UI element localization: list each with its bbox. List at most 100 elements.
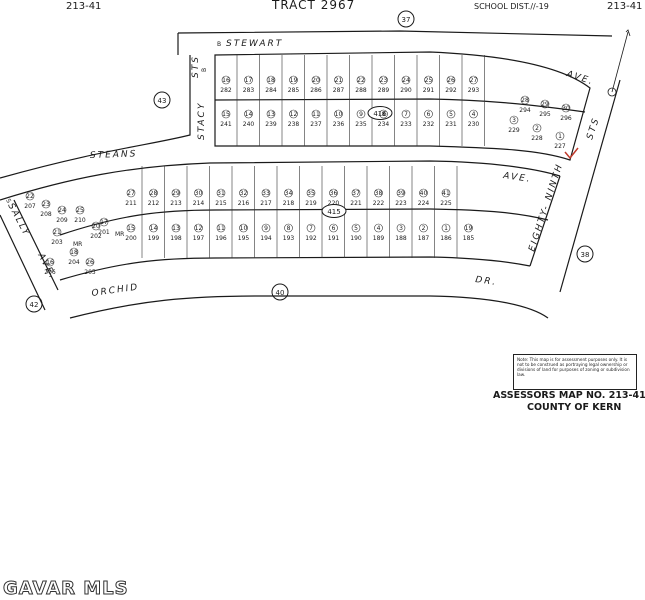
svg-text:416: 416 (373, 110, 387, 118)
circle-43: 43 (153, 91, 171, 109)
lot-circle-number: 25 (425, 77, 433, 84)
lot-circle-number: 13 (172, 225, 180, 232)
circle-38: 38 (576, 245, 594, 263)
lot-circle-number: 39 (397, 190, 405, 197)
street-sts-stacy: STS (191, 55, 201, 78)
map-ref-right: 213-41 (607, 1, 642, 12)
circle-40: 40 (271, 283, 289, 301)
lot-number: 204 (68, 259, 80, 266)
lot-circle-number: 26 (447, 77, 455, 84)
mr-label-1: MR (73, 241, 82, 248)
lot-circle-number: 17 (245, 77, 253, 84)
lot-number: 218 (283, 200, 295, 207)
lot-circle-number: 5 (354, 225, 358, 232)
lot-circle-number: 26 (86, 259, 94, 266)
street-ave-sally: AVE. (35, 251, 58, 282)
svg-text:415: 415 (327, 208, 340, 216)
lot-number: 294 (519, 107, 531, 114)
lot-circle-number: 40 (420, 190, 428, 197)
check-mark-icon (564, 147, 579, 160)
street-steans: STEANS (90, 149, 138, 161)
lot-number: 221 (350, 200, 362, 207)
lot-circle-number: 41 (442, 190, 450, 197)
county-name: COUNTY OF KERN (527, 402, 621, 413)
circle-42: 42 (25, 295, 43, 313)
lot-circle-number: 29 (172, 190, 180, 197)
lot-circle-number: 18 (70, 249, 78, 256)
lot-number: 190 (350, 235, 362, 242)
lot-number: 232 (423, 121, 435, 128)
lot-circle-number: 20 (92, 223, 100, 230)
lot-number: 229 (508, 127, 520, 134)
lot-number: 290 (400, 87, 412, 94)
lot-number: 196 (215, 235, 227, 242)
lot-circle-number: 6 (332, 225, 336, 232)
lot-number: 234 (378, 121, 390, 128)
south-lot-dividers (141, 166, 458, 258)
lot-circle-number: 29 (541, 101, 549, 108)
lot-number: 240 (243, 121, 255, 128)
lot-number: 296 (560, 115, 572, 122)
lot-circle-number: 2 (535, 125, 539, 132)
lot-circle-number: 36 (330, 190, 338, 197)
lot-number: 195 (238, 235, 250, 242)
lot-circle-number: 2 (422, 225, 426, 232)
lot-circle-number: 28 (521, 97, 529, 104)
lot-circle-number: 4 (472, 111, 476, 118)
street-stewart-prefix: B (217, 41, 221, 48)
lot-circle-number: 11 (217, 225, 225, 232)
lot-number: 239 (265, 121, 277, 128)
circle-37: 37 (397, 10, 415, 28)
lot-number: 236 (333, 121, 345, 128)
lot-circle-number: 30 (195, 190, 203, 197)
street-sts-east: STS (585, 116, 602, 141)
lot-circle-number: 31 (217, 190, 225, 197)
lot-circle-number: 25 (76, 207, 84, 214)
lot-circle-number: 10 (240, 225, 248, 232)
svg-text:37: 37 (402, 16, 411, 24)
street-ave-north: AVE. (564, 69, 595, 88)
lot-number: 214 (193, 200, 205, 207)
lot-circle-number: 38 (375, 190, 383, 197)
map-ref-left: 213-41 (66, 1, 101, 12)
lot-number: 201 (98, 229, 110, 236)
lot-number: 213 (170, 200, 182, 207)
lot-circle-number: 19 (290, 77, 298, 84)
lot-number: 231 (445, 121, 457, 128)
lot-circle-number: 20 (312, 77, 320, 84)
